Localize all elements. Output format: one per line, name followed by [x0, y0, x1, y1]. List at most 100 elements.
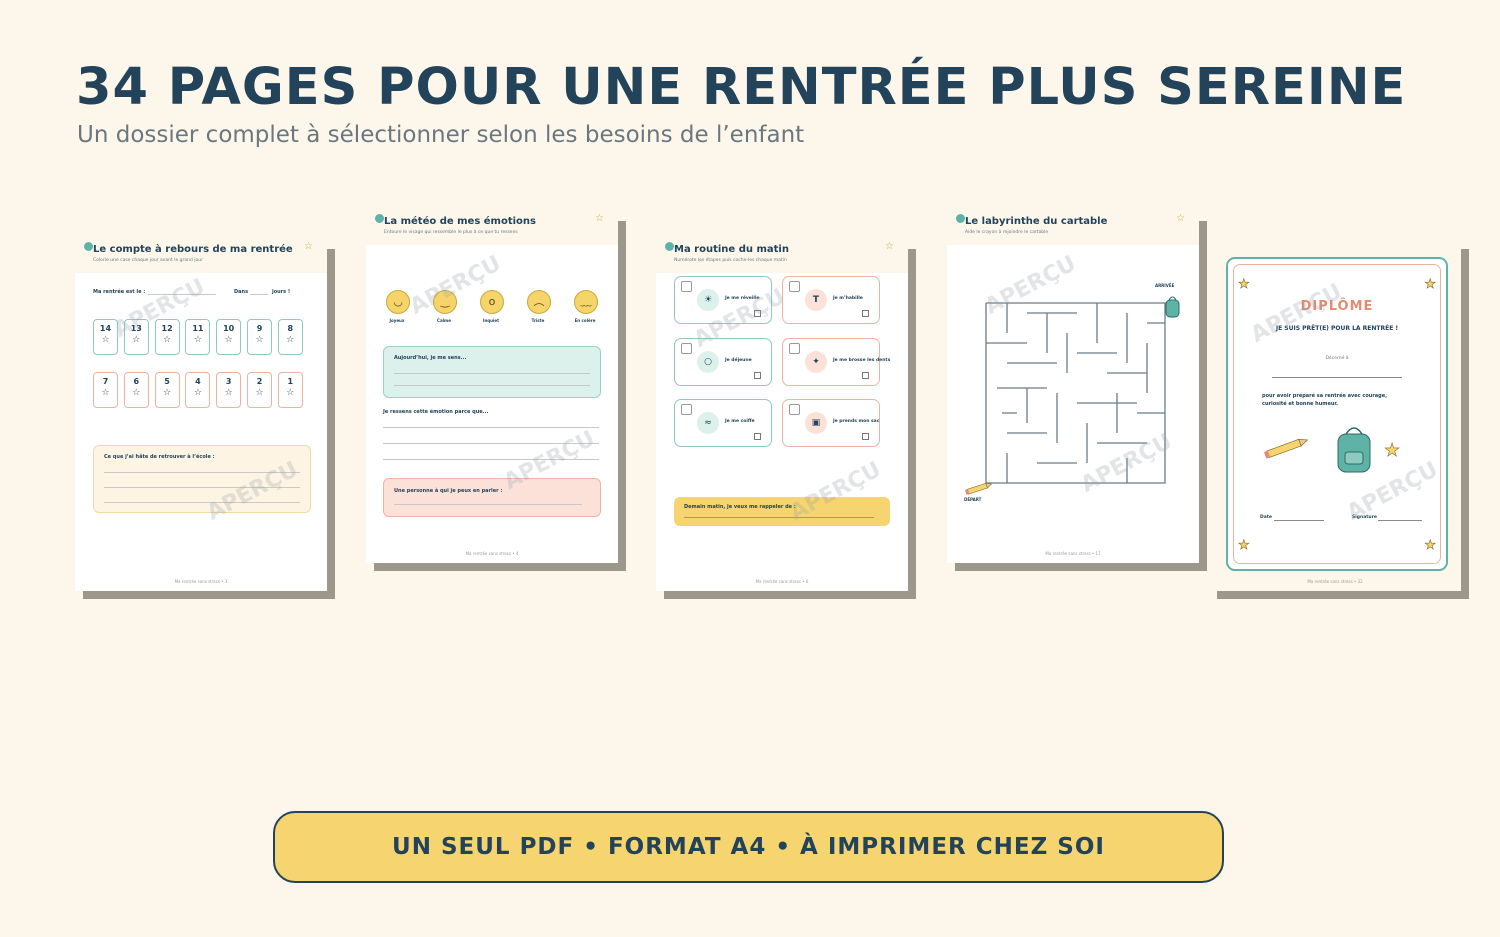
countdown-day-box: 7☆ — [93, 372, 118, 408]
routine-step: ✦ Je me brosse les dents — [782, 338, 890, 386]
write-line — [104, 502, 300, 503]
calm-face-icon: ‿ — [433, 290, 457, 314]
sheet-title: Le labyrinthe du cartable — [965, 216, 1108, 227]
comb-icon: ≈ — [697, 412, 719, 434]
feeling-label: Aujourd’hui, je me sens... — [394, 355, 467, 361]
teal-dot-icon — [956, 214, 965, 223]
page-sheet: ★ ★ ★ ★ DIPLÔME JE SUIS PRÊT(E) POUR LA … — [1209, 241, 1461, 591]
countdown-day-box: 2☆ — [247, 372, 272, 408]
star-icon: ☆ — [255, 335, 264, 345]
step-label: Je me réveille — [725, 296, 760, 301]
jours-label: jours ! — [272, 289, 291, 295]
write-line — [104, 487, 300, 488]
diploma-illustration: ★ — [1264, 427, 1400, 473]
routine-step: ≈ Je me coiffe — [674, 399, 772, 447]
countdown-day-box: 10☆ — [216, 319, 242, 355]
day-number: 3 — [225, 377, 232, 386]
star-icon: ☆ — [193, 388, 202, 398]
preview-page-diploma: ★ ★ ★ ★ DIPLÔME JE SUIS PRÊT(E) POUR LA … — [1209, 241, 1469, 599]
star-icon: ☆ — [163, 388, 172, 398]
write-line — [383, 459, 599, 460]
countdown-day-box: 6☆ — [123, 372, 149, 408]
feeling-box: Aujourd’hui, je me sens... — [383, 346, 601, 398]
day-number: 1 — [287, 377, 294, 386]
maze-walls — [985, 302, 1166, 484]
day-number: 4 — [195, 377, 201, 386]
checkbox — [681, 404, 692, 415]
page-sheet: Le compte à rebours de ma rentrée Colori… — [75, 241, 327, 591]
countdown-day-box: 14☆ — [93, 319, 118, 355]
diploma-text: pour avoir préparé sa rentrée avec coura… — [1262, 393, 1388, 407]
star-icon: ☆ — [132, 335, 141, 345]
day-number: 11 — [192, 324, 204, 333]
page-header: Le compte à rebours de ma rentrée Colori… — [75, 241, 327, 273]
step-label: Je prends mon sac — [833, 419, 880, 424]
preview-page-countdown: Le compte à rebours de ma rentrée Colori… — [75, 241, 335, 599]
checkbox — [681, 281, 692, 292]
diploma-inner-border — [1233, 264, 1441, 564]
page-subtitle: Un dossier complet à sélectionner selon … — [77, 122, 805, 148]
checkbox — [754, 310, 761, 317]
routine-step: T Je m’habille — [782, 276, 880, 324]
routine-step: ○ Je déjeune — [674, 338, 772, 386]
preview-page-emotions: La météo de mes émotions Entoure le visa… — [366, 213, 626, 571]
date-label: Ma rentrée est le : — [93, 289, 146, 295]
sun-icon: ☀ — [697, 289, 719, 311]
toothbrush-icon: ✦ — [805, 351, 827, 373]
backpack-icon — [1165, 296, 1180, 318]
day-number: 5 — [164, 377, 170, 386]
emotion-label: Joyeux — [389, 318, 405, 323]
star-icon: ☆ — [224, 335, 233, 345]
looking-forward-box: Ce que j’ai hâte de retrouver à l’école … — [93, 445, 311, 513]
signature-line — [1378, 520, 1422, 521]
star-icon: ☆ — [224, 388, 233, 398]
routine-step: ▣ Je prends mon sac — [782, 399, 880, 447]
page-footer: Ma rentrée sans stress • 6 — [755, 579, 809, 584]
day-number: 14 — [99, 324, 112, 333]
emotion-label: Triste — [531, 318, 545, 323]
trusted-person-label: Une personne à qui je peux en parler : — [394, 488, 503, 494]
step-label: Je me brosse les dents — [833, 358, 891, 363]
day-number: 8 — [287, 324, 294, 333]
page-footer: Ma rentrée sans stress • 32 — [1307, 579, 1363, 584]
happy-face-icon: ◡ — [386, 290, 410, 314]
star-icon: ☆ — [304, 241, 313, 252]
sheet-title: Le compte à rebours de ma rentrée — [93, 244, 293, 255]
checkbox — [789, 281, 800, 292]
countdown-day-box: 3☆ — [216, 372, 242, 408]
day-number: 6 — [133, 377, 140, 386]
write-line — [383, 443, 599, 444]
countdown-day-box: 4☆ — [185, 372, 211, 408]
teal-dot-icon — [84, 242, 93, 251]
date-line — [148, 294, 216, 295]
sheet-subtitle: Aide le crayon à rejoindre le cartable — [965, 230, 1049, 235]
step-label: Je me coiffe — [725, 419, 755, 424]
countdown-day-box: 13☆ — [123, 319, 149, 355]
routine-step: ☀ Je me réveille — [674, 276, 772, 324]
pencil-icon — [1264, 438, 1309, 459]
date-line — [1274, 520, 1324, 521]
name-line — [1272, 377, 1402, 378]
reminder-box: Demain matin, je veux me rappeler de : — [674, 497, 890, 526]
diploma-title: DIPLÔME — [1300, 299, 1374, 314]
star-icon: ☆ — [101, 388, 110, 398]
star-icon: ☆ — [193, 335, 202, 345]
countdown-day-box: 8☆ — [277, 319, 303, 355]
page-title: 34 PAGES POUR UNE RENTRÉE PLUS SEREINE — [76, 58, 1407, 117]
shirt-icon: T — [805, 289, 827, 311]
trusted-person-box: Une personne à qui je peux en parler : — [383, 478, 601, 517]
checkbox — [681, 343, 692, 354]
checkbox — [862, 433, 869, 440]
arrival-label: ARRIVÉE — [1155, 283, 1175, 288]
countdown-day-box: 11 ☆ — [185, 319, 211, 355]
page-footer: Ma rentrée sans stress • 4 — [465, 551, 519, 556]
write-line — [684, 517, 874, 518]
preview-page-routine: Ma routine du matin Numérote les étapes … — [656, 241, 916, 599]
write-line — [394, 385, 590, 386]
step-label: Je m’habille — [833, 296, 863, 301]
preview-page-maze: Le labyrinthe du cartable Aide le crayon… — [947, 213, 1207, 571]
sheet-title: La météo de mes émotions — [384, 216, 536, 227]
teal-dot-icon — [375, 214, 384, 223]
sheet-subtitle: Entoure le visage qui ressemble le plus … — [384, 230, 518, 235]
star-icon: ★ — [1384, 440, 1400, 461]
